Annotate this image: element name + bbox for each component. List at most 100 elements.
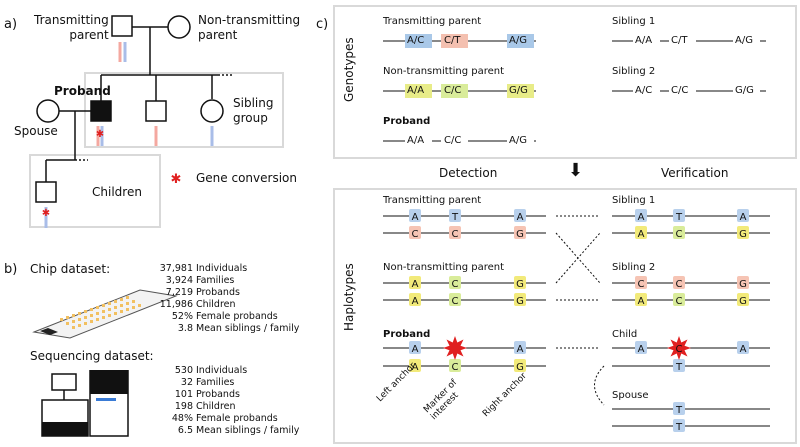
allele-C: C [412,229,419,240]
geno-allele: A/A [635,35,653,46]
allele-G: G [516,279,524,290]
allele-C: C [452,296,459,307]
allele-C: C [676,279,683,290]
geno-allele: C/T [444,35,461,46]
gene-conversion-legend: Gene conversion [196,171,297,185]
sibling-group-label: Sibling group [233,96,274,125]
allele-A: A [740,344,747,355]
allele-box [737,293,749,306]
allele-A: A [412,344,419,355]
stat-value: 3,924 [165,275,193,286]
connector [594,365,605,406]
allele-G: G [739,296,747,307]
stat-value: 101 [174,389,193,400]
allele-A: A [740,212,747,223]
allele-G: G [516,296,524,307]
stat-label: Families [196,377,235,388]
allele-T: T [675,405,683,416]
panel-b-label: b) [4,262,18,277]
stat-value: 7,219 [165,287,193,298]
geno-sibling2-title: Sibling 2 [612,66,656,77]
stat-value: 37,981 [159,263,193,274]
geno-allele: C/C [671,85,689,96]
chip-array-icon [32,289,178,339]
allele-T: T [675,422,683,433]
allele-box [673,402,685,415]
pedigree-diagram: ✱ ✱ ✱ [29,15,284,228]
hap-transmitting-title: Transmitting parent [383,195,482,206]
stat-label: Probands [196,389,240,400]
children-box [29,154,161,228]
allele-box [737,226,749,239]
geno-allele: A/C [407,35,425,46]
allele-box [409,293,421,306]
allele-T: T [451,212,459,223]
allele-C: C [452,362,459,373]
allele-A: A [517,344,524,355]
allele-box [449,359,461,372]
allele-box [635,293,647,306]
allele-box [409,209,421,222]
allele-box [673,209,685,222]
hap-sibling2-title: Sibling 2 [612,262,656,273]
allele-G: G [739,229,747,240]
geno-allele: G/G [735,85,754,96]
geno-allele: G/G [509,85,528,96]
allele-A: A [638,212,645,223]
stat-label: Individuals [196,263,248,274]
stat-value: 530 [174,365,193,376]
chip-dataset-title: Chip dataset: [30,262,111,276]
stat-value: 11,986 [159,299,193,310]
stat-label: Children [196,299,236,310]
allele-box [635,341,647,354]
allele-A: A [638,344,645,355]
sibling-group-box [84,72,284,148]
hap-proband-title: Proband [383,329,431,340]
allele-G: G [516,229,524,240]
stat-label: Mean siblings / family [196,323,300,334]
gene-conversion-star [667,336,691,360]
connector [555,232,601,284]
allele-G: G [739,279,747,290]
proband-label: Proband [54,84,111,98]
stat-label: Individuals [196,365,248,376]
non-transmitting-parent-label: Non-transmitting parent [198,13,301,42]
geno-allele: A/A [407,85,425,96]
allele-C: C [676,296,683,307]
sibling-female-symbol [200,99,224,123]
allele-box [409,359,421,372]
allele-C: C [676,229,683,240]
geno-allele: A/A [407,135,425,146]
svg-text:✱: ✱ [42,208,50,219]
allele-box [737,341,749,354]
stat-value: 32 [180,377,193,388]
genotypes-box [333,5,797,159]
allele-box [635,226,647,239]
allele-A: A [412,362,419,373]
allele-box [449,209,461,222]
allele-box [673,359,685,372]
allele-G: G [516,362,524,373]
stat-label: Probands [196,287,240,298]
sibling-male-symbol [145,100,167,122]
panel-c-label: c) [316,17,329,32]
allele-box [635,209,647,222]
stat-value: 48% [171,413,193,424]
allele-box [409,341,421,354]
transmitting-parent-symbol [111,15,133,37]
stat-label: Female probands [196,413,278,424]
stat-label: Families [196,275,235,286]
geno-allele: A/G [735,35,753,46]
allele-A: A [638,296,645,307]
allele-box [514,226,526,239]
allele-box [449,226,461,239]
panel-a-label: a) [4,17,18,32]
sequencer-icon [41,370,129,437]
allele-box [673,419,685,432]
